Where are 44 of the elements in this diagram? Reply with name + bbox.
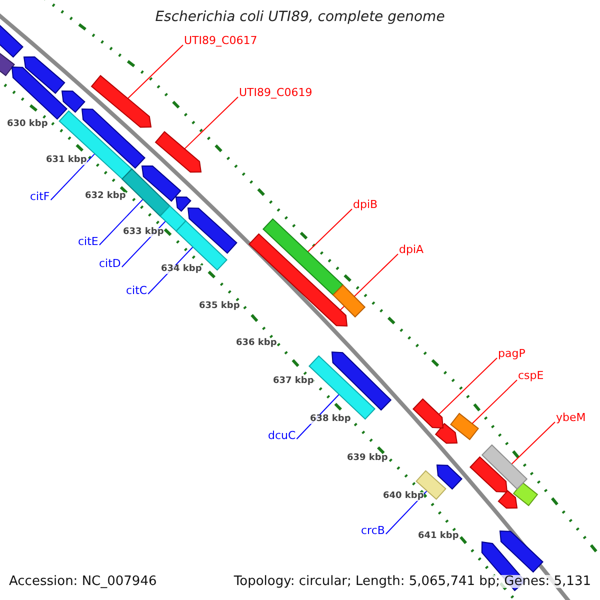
leader-line <box>307 208 352 252</box>
leader-line <box>511 422 556 465</box>
position-label: 631 kbp <box>46 156 87 165</box>
gene-label: UTI89_C0619 <box>239 87 312 98</box>
position-label: 638 kbp <box>310 415 351 424</box>
gene-segment <box>90 74 152 128</box>
leader-line <box>184 96 238 150</box>
leader-line <box>472 380 518 424</box>
gene-label: ybeM <box>556 412 586 423</box>
gene-segment <box>248 233 348 327</box>
title: Escherichia coli UTI89, complete genome <box>154 10 446 24</box>
gene-segment <box>450 412 479 440</box>
position-label: 637 kbp <box>273 377 314 386</box>
gene-segment <box>154 131 202 173</box>
position-label: 639 kbp <box>347 454 388 463</box>
gene-label: citC <box>126 285 148 296</box>
position-label: 633 kbp <box>123 228 164 237</box>
gene-label: dcuC <box>268 430 296 441</box>
gene-label: dpiB <box>353 199 378 210</box>
gene-segment <box>262 218 344 296</box>
genome-summary: Topology: circular; Length: 5,065,741 bp; Genes: 5,131 <box>234 575 591 588</box>
leader-line <box>98 198 144 246</box>
accession-text: Accession: NC_007946 <box>9 575 157 588</box>
position-label: 634 kbp <box>161 265 202 274</box>
leader-line <box>438 358 498 415</box>
position-label: 632 kbp <box>85 192 126 201</box>
position-label: 636 kbp <box>236 339 277 348</box>
gene-segment <box>412 398 444 429</box>
gene-label: citD <box>99 258 121 269</box>
gene-label: citF <box>30 191 50 202</box>
gene-label: citE <box>78 236 98 247</box>
gene-label: pagP <box>498 348 526 359</box>
gene-segment <box>481 444 528 490</box>
position-label: 640 kbp <box>383 492 424 501</box>
position-label: 641 kbp <box>418 532 459 541</box>
leader-line <box>50 153 96 200</box>
leader-line <box>385 490 428 534</box>
position-label: 630 kbp <box>7 120 48 129</box>
leader-line <box>127 44 184 99</box>
gene-label: cspE <box>518 370 544 381</box>
position-label: 635 kbp <box>199 302 240 311</box>
gene-label: crcB <box>361 525 385 536</box>
gene-label: UTI89_C0617 <box>184 35 258 46</box>
gene-label: dpiA <box>399 244 424 255</box>
